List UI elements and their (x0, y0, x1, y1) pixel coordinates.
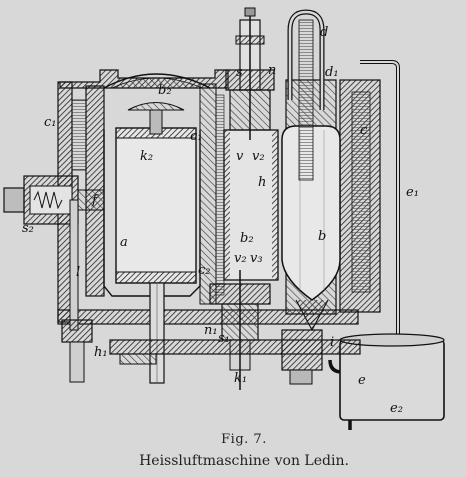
loop-pipe (287, 9, 325, 181)
label-l: l (76, 265, 80, 280)
engine-figure: b₂ c₁ k₂ c₁ s n d d₁ c v v₂ h e₁ f s₂ a … (3, 7, 445, 430)
top-valve (225, 7, 275, 140)
side-rod (61, 199, 93, 383)
label-n: n (268, 63, 276, 78)
middle-cylinder (223, 129, 279, 281)
figure-number: Fig. 7. (221, 432, 267, 447)
label-e1: e₁ (406, 185, 419, 200)
label-d1: d₁ (325, 65, 339, 80)
label-k1: k₁ (234, 371, 247, 386)
top-dome (103, 73, 211, 89)
water-tank (339, 333, 445, 421)
part-labels: b₂ c₁ k₂ c₁ s n d d₁ c v v₂ h e₁ f s₂ a … (22, 25, 419, 416)
label-k2: k₂ (140, 149, 153, 164)
label-f: f (91, 193, 99, 208)
label-b: b (318, 229, 326, 244)
label-e2: e₂ (390, 401, 403, 416)
label-v2b: v₂ (234, 251, 247, 266)
side-valve (3, 175, 105, 225)
displacer-piston (115, 102, 197, 384)
label-h1: h₁ (94, 345, 108, 360)
label-v2: v₂ (252, 149, 265, 164)
label-e: e (358, 373, 366, 388)
figure-caption: Fig. 7. Heissluftmaschine von Ledin. (0, 432, 466, 470)
label-b2-top: b₂ (158, 83, 172, 98)
label-v3: v₃ (250, 251, 263, 266)
label-b2: b₂ (240, 231, 254, 246)
label-c1: c₁ (44, 115, 57, 130)
label-a: a (120, 235, 128, 250)
label-b1: h (258, 175, 266, 190)
label-c1b: c₁ (190, 129, 203, 144)
label-c2: c₂ (198, 263, 211, 278)
label-s2: s₂ (22, 221, 34, 236)
figure-title: Heissluftmaschine von Ledin. (139, 453, 349, 469)
label-v: v (236, 149, 244, 164)
label-n1: n₁ (204, 323, 218, 338)
label-d: d (320, 25, 328, 40)
label-c: c (360, 123, 368, 138)
label-i: i (330, 335, 334, 350)
label-s1: s₁ (218, 331, 230, 346)
label-s: s (236, 65, 243, 80)
bottom-valves (109, 270, 361, 390)
